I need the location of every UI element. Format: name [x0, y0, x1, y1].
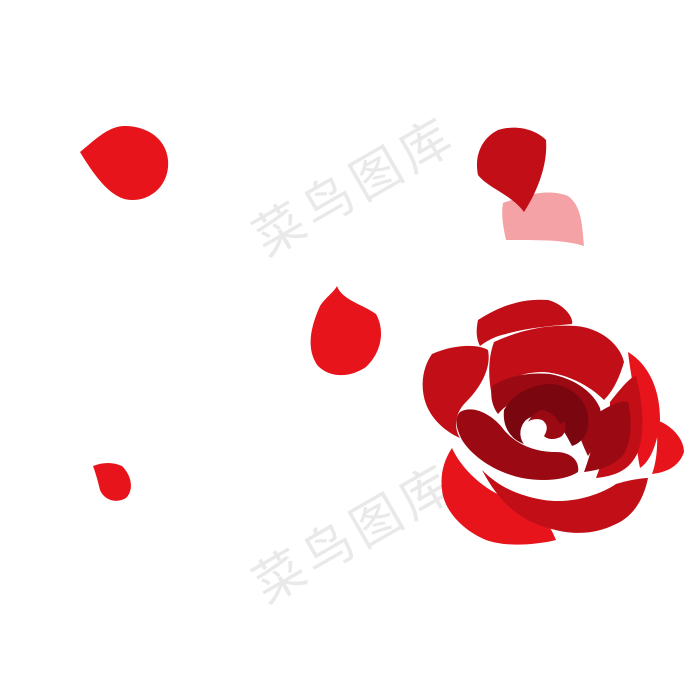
petal-center [310, 286, 382, 376]
petal-top-left [80, 126, 169, 200]
rose-flower-icon [422, 299, 684, 545]
petal-top-right [476, 127, 547, 212]
petal-small-bottom-left [93, 463, 131, 501]
